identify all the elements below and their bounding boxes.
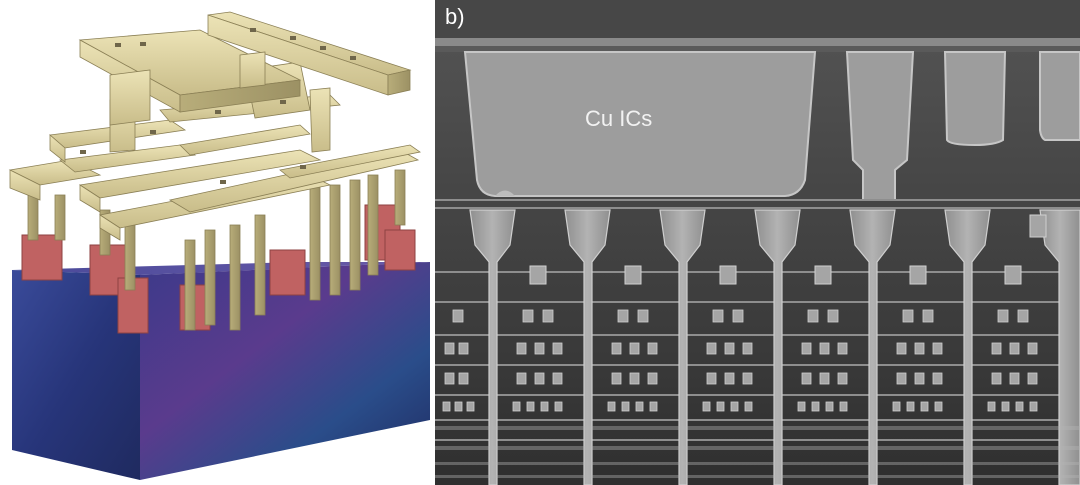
metal-layer-3 <box>78 11 412 126</box>
substrate-block <box>12 262 430 480</box>
render-canvas <box>8 11 430 480</box>
via-notches <box>80 28 356 184</box>
metal-lines-lower <box>442 309 1038 412</box>
metal-layer-2 <box>49 61 341 163</box>
cu-ics-label: Cu ICs <box>585 106 653 131</box>
sem-cross-section: b) Cu ICs <box>435 0 1080 485</box>
panel-letter: b) <box>445 4 465 29</box>
via-columns <box>469 209 1080 485</box>
top-passivation <box>435 0 1080 52</box>
cu-top-blocks <box>845 51 1080 201</box>
metal-lines-level-1 <box>529 214 1047 285</box>
sem-canvas <box>435 0 1080 485</box>
metal-lines-bottom <box>435 426 1080 478</box>
interconnect-3d-render <box>0 0 435 485</box>
metal-layer-1 <box>8 144 421 241</box>
cu-large-block <box>463 51 817 197</box>
